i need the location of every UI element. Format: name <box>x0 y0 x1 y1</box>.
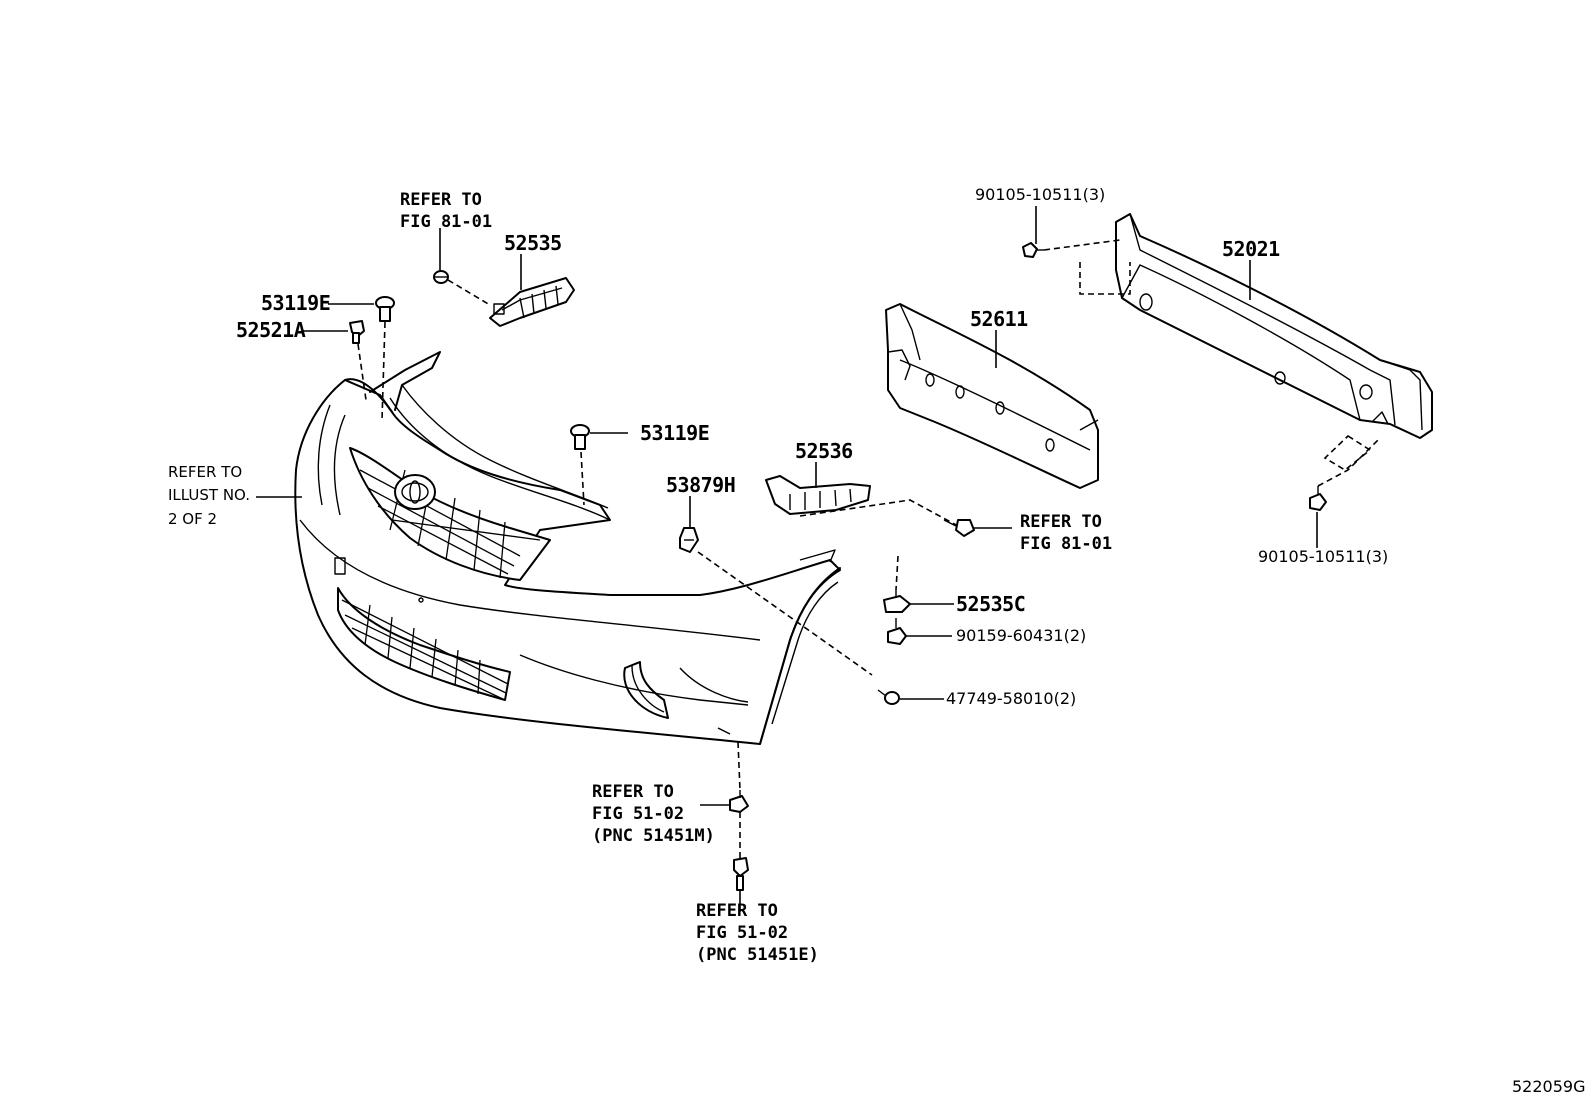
svg-text:ILLUST NO.: ILLUST NO. <box>168 486 250 504</box>
label-refer-fig-81-01-right: REFER TO FIG 81-01 <box>1020 512 1112 554</box>
label-53119e-top: 53119E <box>261 291 330 315</box>
part-52021-bumper-reinforcement[interactable] <box>1115 213 1433 439</box>
label-52521a: 52521A <box>236 318 306 342</box>
label-47749: 47749-58010(2) <box>946 689 1076 708</box>
bolt-51451e[interactable] <box>733 857 749 891</box>
label-90105-bottom: 90105-10511(3) <box>1258 547 1388 566</box>
bolt-90105-bottom[interactable] <box>1309 486 1327 511</box>
label-53879h: 53879H <box>666 473 735 497</box>
label-refer-fig-51-02-e: REFER TO FIG 51-02 (PNC 51451E) <box>696 901 819 965</box>
part-52535-retainer[interactable] <box>489 277 575 327</box>
label-52535: 52535 <box>504 231 562 255</box>
label-52021: 52021 <box>1222 237 1280 261</box>
svg-text:REFER TO: REFER TO <box>696 901 778 921</box>
clip-52535c[interactable] <box>883 590 911 613</box>
clip-53879h[interactable] <box>679 527 699 553</box>
svg-text:FIG 51-02: FIG 51-02 <box>592 804 684 824</box>
svg-text:REFER TO: REFER TO <box>168 463 242 481</box>
clip-81-01-top[interactable] <box>433 270 449 284</box>
clip-53119e-top[interactable] <box>375 296 395 322</box>
svg-text:(PNC 51451E): (PNC 51451E) <box>696 945 819 965</box>
clip-51451m[interactable] <box>729 790 749 813</box>
bolt-90159[interactable] <box>887 618 907 645</box>
diagram-code: 522059G <box>1512 1077 1585 1096</box>
svg-text:FIG 81-01: FIG 81-01 <box>1020 534 1112 554</box>
label-90105-top: 90105-10511(3) <box>975 185 1105 204</box>
svg-text:(PNC 51451M): (PNC 51451M) <box>592 826 715 846</box>
toyota-emblem <box>394 474 436 510</box>
svg-text:REFER TO: REFER TO <box>1020 512 1102 532</box>
clip-53119e-mid[interactable] <box>570 424 590 450</box>
label-90159: 90159-60431(2) <box>956 626 1086 645</box>
clip-52521a[interactable] <box>349 320 365 344</box>
clip-81-01-right[interactable] <box>943 519 975 537</box>
front-bumper-cover[interactable] <box>294 351 841 745</box>
svg-text:REFER TO: REFER TO <box>400 190 482 210</box>
label-refer-fig-51-02-m: REFER TO FIG 51-02 (PNC 51451M) <box>592 782 715 846</box>
label-52611: 52611 <box>970 307 1028 331</box>
screw-47749[interactable] <box>877 689 900 705</box>
part-52611-energy-absorber[interactable] <box>885 303 1099 489</box>
label-52536: 52536 <box>795 439 853 463</box>
label-53119e-mid: 53119E <box>640 421 709 445</box>
label-refer-illust: REFER TO ILLUST NO. 2 OF 2 <box>168 463 250 528</box>
svg-text:2 OF 2: 2 OF 2 <box>168 510 217 528</box>
svg-text:FIG 51-02: FIG 51-02 <box>696 923 788 943</box>
label-52535c: 52535C <box>956 592 1025 616</box>
svg-text:FIG 81-01: FIG 81-01 <box>400 212 492 232</box>
label-refer-fig-81-01-top: REFER TO FIG 81-01 <box>400 190 492 232</box>
lower-grille-slats <box>341 599 509 701</box>
svg-text:REFER TO: REFER TO <box>592 782 674 802</box>
part-52536-retainer[interactable] <box>765 475 871 515</box>
bolt-90105-top[interactable] <box>1022 242 1044 258</box>
